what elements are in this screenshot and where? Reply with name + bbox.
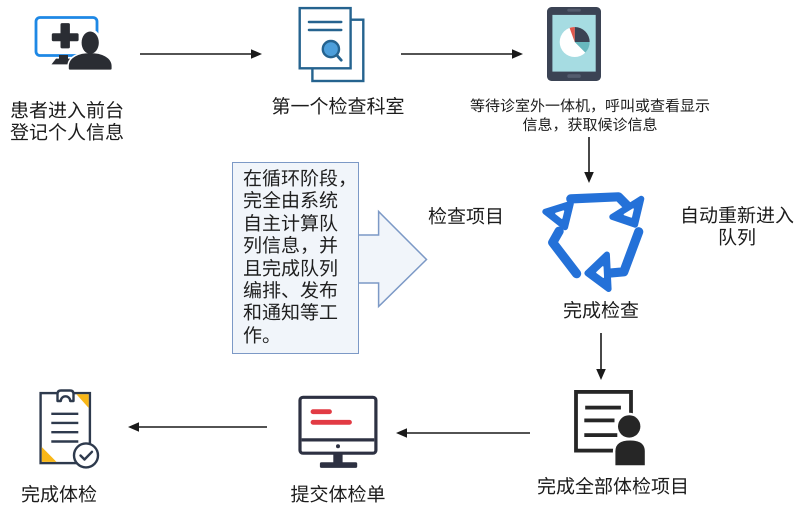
label-auto-requeue: 自动重新进入 队列 — [677, 204, 797, 248]
label-first-department: 第一个检查科室 — [271, 92, 405, 119]
arrow-loop-to-allitems — [596, 333, 606, 380]
note-line-6: 编排、发布 — [243, 276, 339, 304]
recycle-icon — [542, 192, 645, 292]
arrow-register-to-department — [140, 49, 262, 59]
note-block-arrow — [359, 209, 428, 309]
note-line-2: 完全由系统 — [243, 186, 339, 214]
label-auto-requeue-line2: 队列 — [717, 223, 756, 250]
label-all-items-done: 完成全部体检项目 — [536, 472, 689, 499]
label-wait-queue-line1: 等待诊室外一体机，呼叫或查看显示 — [469, 95, 710, 116]
note-line-8: 作。 — [243, 320, 282, 348]
label-finish-exam: 完成检查 — [562, 296, 639, 323]
arrow-tablet-to-loop — [584, 137, 594, 183]
note-box: 在循环阶段， 完全由系统 自主计算队 列信息，并 且完成队列 编排、发布 和通知… — [232, 162, 359, 354]
note-line-4: 列信息，并 — [243, 231, 339, 259]
person-silhouette — [612, 412, 648, 468]
tablet-pie-chart-icon — [547, 7, 601, 81]
pie-chart — [559, 26, 590, 57]
label-wait-queue: 等待诊室外一体机，呼叫或查看显示 信息，获取候诊信息 — [460, 96, 720, 134]
clipboard-check-icon — [39, 389, 100, 469]
arrow-department-to-tablet — [401, 49, 523, 59]
note-line-3: 自主计算队 — [243, 208, 339, 236]
note-line-5: 且完成队列 — [243, 253, 339, 281]
note-line-7: 和通知等工 — [243, 298, 339, 326]
medical-documents-icon — [298, 6, 365, 83]
label-register-line1: 患者进入前台 — [10, 96, 125, 123]
person-silhouette — [67, 29, 113, 72]
label-auto-requeue-line1: 自动重新进入 — [679, 201, 794, 228]
label-register: 患者进入前台 登记个人信息 — [10, 99, 124, 143]
label-submit-form: 提交体检单 — [290, 480, 386, 507]
document-person-icon — [574, 390, 648, 468]
arrow-submit-to-done — [128, 422, 267, 432]
note-line-1: 在循环阶段， — [243, 164, 358, 191]
label-checkup-done: 完成体检 — [20, 480, 97, 507]
label-register-line2: 登记个人信息 — [10, 118, 125, 145]
arrow-allitems-to-submit — [396, 428, 530, 438]
monitor-report-icon — [298, 395, 378, 468]
label-exam-items: 检查项目 — [427, 202, 504, 229]
registration-desk-icon — [34, 16, 113, 72]
label-wait-queue-line2: 信息，获取候诊信息 — [522, 114, 658, 135]
